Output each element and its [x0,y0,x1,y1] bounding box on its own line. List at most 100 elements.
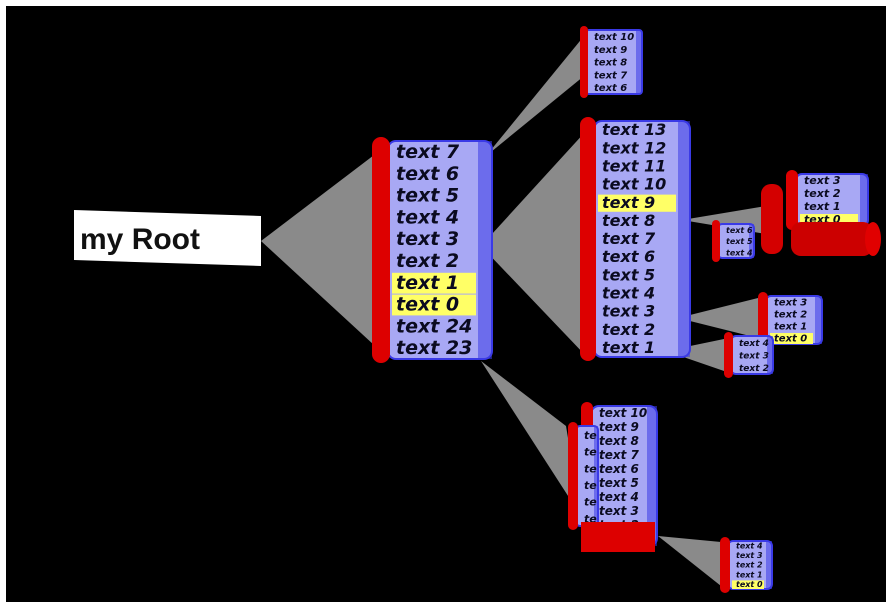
node-item-label[interactable]: text 7 [602,229,656,248]
red-cylinder [761,184,881,256]
node-item-label[interactable]: text 4 [739,339,769,349]
node-cap [372,137,390,363]
highlight-row [392,294,476,316]
root-node[interactable]: my Root [74,210,261,266]
node-item-label[interactable]: text 6 [602,247,655,266]
node-item-label[interactable]: text 2 [774,309,807,320]
node-item-label[interactable]: text 0 [774,333,807,344]
drum-shadow [767,336,773,374]
node-item-label[interactable]: text 24 [396,315,472,337]
node-item-label[interactable]: text 1 [736,570,763,579]
node-item-label[interactable]: text 3 [599,504,639,518]
node-item-label[interactable]: text 2 [396,250,459,272]
node-item-label[interactable]: text 6 [396,163,459,185]
node-item-label[interactable]: text 8 [594,58,627,69]
node-item-label[interactable]: text 4 [726,249,753,258]
node-item-label[interactable]: text 13 [602,120,666,139]
node-right-a-small[interactable]: text 6 text 5 text 4 [712,220,755,262]
node-item-label[interactable]: text 9 [594,45,627,56]
node-item-label[interactable]: text 3 [736,551,763,560]
root-label: my Root [80,223,200,256]
node-item-label[interactable]: text 7 [594,70,627,81]
node-item-label[interactable]: text 1 [396,272,459,294]
node-item-label[interactable]: text 7 [396,141,460,163]
node-item-label[interactable]: text 2 [739,364,769,374]
node-item-label[interactable]: text 10 [599,406,647,420]
node-item-label[interactable]: text 8 [599,434,639,448]
node-cap [712,220,720,262]
highlight-row [732,580,764,589]
node-right-c[interactable]: text 4 text 3 text 2 [724,332,774,378]
node-item-label[interactable]: text 3 [396,228,459,250]
node-item-label[interactable]: text 3 [774,297,807,308]
node-item-label[interactable]: text 4 [599,490,639,504]
node-item-label[interactable]: text 11 [602,156,666,175]
node-item-label[interactable]: text 9 [602,193,655,212]
drum-shadow [860,174,868,226]
node-item-label[interactable]: text 9 [599,420,639,434]
cone-main-mid [481,131,586,356]
node-cap [724,332,733,378]
node-item-label[interactable]: te [584,496,597,509]
cone-lower-bottomright [658,536,721,586]
highlight-row [770,333,813,344]
node-item-label[interactable]: text 7 [599,448,640,462]
node-item-label[interactable]: text 2 [602,320,655,339]
node-item-label[interactable]: text 12 [602,138,666,157]
cone-mid-rightb [678,298,758,338]
node-item-label[interactable]: text 6 [599,462,639,476]
node-item-label[interactable]: text 6 [594,83,627,94]
node-item-label[interactable]: text 4 [602,284,655,303]
node-item-label[interactable]: te [584,479,597,492]
drum-shadow [766,541,772,589]
node-item-label[interactable]: text 5 [602,265,655,284]
node-item-label[interactable]: text 2 [804,187,841,200]
node-cap [568,422,578,530]
node-item-label[interactable]: text 5 [726,237,753,246]
cone-mid-rightc [666,339,724,371]
highlight-row [392,272,476,294]
node-item-label[interactable]: text 4 [736,541,763,550]
node-item-label[interactable]: text 5 [396,185,459,207]
node-item-label[interactable]: text 3 [804,174,841,187]
cylinder-end [865,222,881,256]
node-item-label[interactable]: text 1 [602,338,655,357]
drum-shadow [478,141,492,359]
cylinder-cap [761,184,783,254]
node-item-label[interactable]: text 8 [602,211,655,230]
node-item-label[interactable]: text 0 [736,580,763,589]
node-item-label[interactable]: te [584,446,597,459]
cone-main-top [486,36,584,156]
node-item-label[interactable]: text 1 [774,321,807,332]
drum-shadow [815,296,822,344]
lower-node-base [581,522,655,552]
node-item-label[interactable]: text 23 [396,337,472,359]
node-item-label[interactable]: te [584,429,597,442]
node-item-label[interactable]: text 5 [599,476,639,490]
node-item-label[interactable]: text 1 [804,200,841,213]
node-item-label[interactable]: text 3 [602,302,655,321]
drum-shadow [749,224,754,258]
node-item-label[interactable]: text 2 [736,561,763,570]
node-item-label[interactable]: text 6 [726,226,753,235]
node-item-label[interactable]: text 0 [396,294,459,316]
root-box [74,210,261,266]
drum-shadow [678,121,690,357]
cone-main-lower [481,361,581,516]
node-item-label[interactable]: text 4 [396,206,459,228]
node-item-label[interactable]: text 10 [602,175,666,194]
node-cap [758,292,768,348]
node-item-label[interactable]: te [584,462,597,475]
node-item-label[interactable]: text 3 [739,352,769,362]
node-item-label[interactable]: text 10 [594,32,634,43]
